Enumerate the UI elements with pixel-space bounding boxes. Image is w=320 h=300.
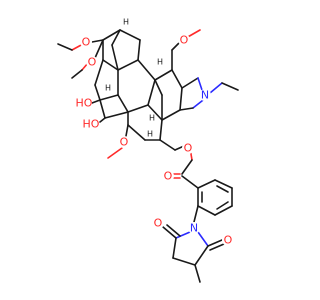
hydroxyl-label: HO — [83, 118, 100, 131]
hydroxyl-label: HO — [76, 97, 93, 110]
stereo-hydrogen-label: H — [149, 114, 155, 123]
methoxy-oxygen-label: O — [120, 136, 129, 149]
benzene-ring — [197, 179, 233, 216]
methoxy-oxygen-label: O — [88, 56, 97, 69]
imide-nitrogen-label: N — [190, 222, 198, 235]
imide-oxygen-label: O — [224, 234, 233, 247]
methoxy-oxygen-label: O — [180, 34, 189, 47]
core-bonds — [94, 29, 183, 151]
stereo-hydrogen-label: H — [105, 84, 111, 93]
stereo-hydrogen-label: H — [157, 58, 163, 67]
atom-labels: O O O N HO HO O O O O O N H H H H H — [75, 18, 234, 247]
stereo-hydrogen-label: H — [123, 18, 129, 27]
ester-oxygen-label: O — [184, 142, 193, 155]
carbonyl-oxygen-label: O — [164, 170, 173, 183]
methoxy-oxygen-label: O — [82, 36, 91, 49]
imide-oxygen-label: O — [154, 217, 163, 230]
molecule-diagram: O O O N HO HO O O O O O N H H H H H — [57, 18, 239, 283]
stereo-hydrogen-label: H — [147, 130, 153, 139]
amine-nitrogen-label: N — [201, 89, 209, 102]
molecule-structure: O O O N HO HO O O O O O N H H H H H — [57, 18, 239, 283]
imide-ring — [162, 205, 225, 283]
hydroxy-bonds — [91, 99, 106, 123]
